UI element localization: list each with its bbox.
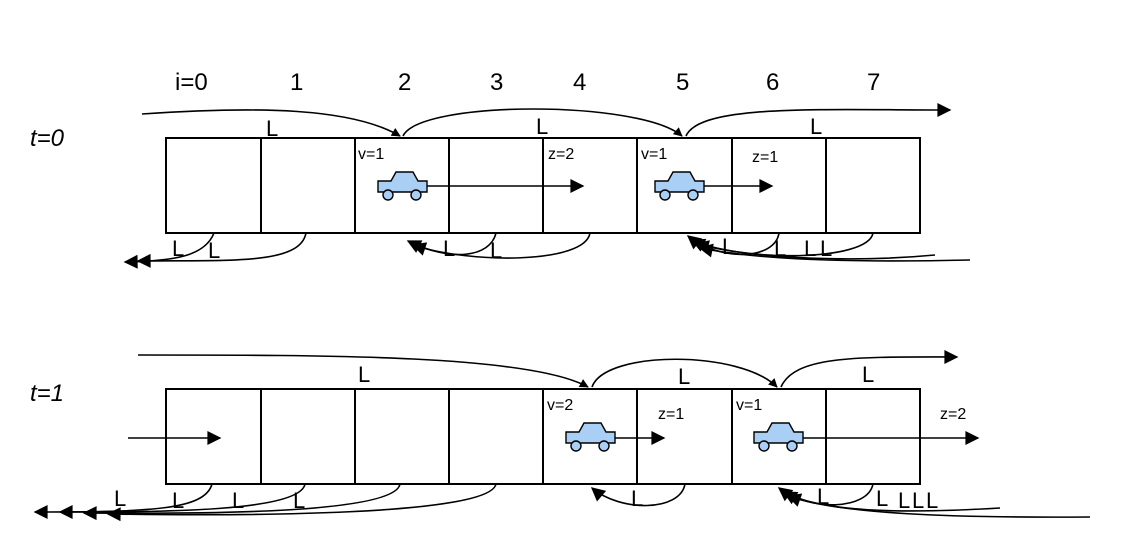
- bottom-link-arrow: [694, 240, 936, 260]
- bottom-link-arrow: [82, 483, 401, 521]
- cell-t1-2: [354, 388, 450, 485]
- bottom-link-label: L: [490, 238, 502, 263]
- top-link-label: L: [358, 362, 370, 387]
- bottom-link-label: L: [820, 236, 832, 261]
- cell-t1-5: [636, 388, 733, 485]
- top-links-t0: [141, 102, 952, 137]
- bottom-link-arrow: [58, 483, 306, 519]
- cell-t0-0: [165, 137, 262, 234]
- top-link-label: L: [810, 114, 822, 139]
- index-labels: i=0 1 2 3 4 5 6 7: [175, 69, 880, 96]
- bottom-link-label: L: [722, 234, 734, 259]
- row-t0: t=0 L L L: [30, 102, 971, 269]
- top-link-arrow: [685, 102, 952, 137]
- car-t1-b: v=1 z=2: [736, 397, 980, 452]
- velocity-label: v=2: [547, 397, 573, 414]
- bottom-link-label: L: [232, 488, 244, 513]
- velocity-label: v=1: [736, 397, 762, 414]
- index-label-4: 4: [573, 69, 586, 96]
- index-label-1: 1: [290, 69, 303, 96]
- bottom-link-arrow: [106, 483, 497, 522]
- bottom-link-label: L: [631, 486, 643, 511]
- top-link-arrow: [137, 354, 589, 388]
- bottom-link-arrow: [786, 493, 1091, 518]
- distance-label: z=1: [658, 406, 684, 423]
- bottom-link-label: L: [172, 488, 184, 513]
- car-t1-a: v=2 z=1: [547, 397, 684, 452]
- bottom-link-arrow: [411, 232, 591, 259]
- bottom-link-label: L: [876, 486, 888, 511]
- index-label-0: i=0: [175, 69, 208, 96]
- bottom-links-t0: [123, 232, 971, 269]
- top-link-label: L: [266, 116, 278, 141]
- bottom-link-label: L: [817, 484, 829, 509]
- distance-label: z=1: [752, 149, 778, 166]
- row-t1: t=1 L L L: [30, 349, 1091, 522]
- bottom-link-label: L: [172, 236, 184, 261]
- index-label-7: 7: [867, 69, 880, 96]
- cell-t1-1: [260, 388, 356, 485]
- bottom-link-arrow: [590, 483, 686, 507]
- distance-label: z=2: [548, 146, 574, 163]
- bottom-link-label: L: [114, 486, 126, 511]
- car-t0-a: v=1 z=2: [358, 146, 585, 201]
- cell-t1-7: [825, 388, 921, 485]
- time-label-t0: t=0: [30, 125, 65, 152]
- velocity-label: v=1: [358, 146, 384, 163]
- index-label-6: 6: [766, 69, 779, 96]
- bottom-link-label: L: [898, 488, 910, 513]
- bottom-link-arrow: [123, 232, 215, 269]
- cell-t0-7: [825, 137, 921, 234]
- cells-t1: [165, 388, 921, 485]
- car-t0-b: v=1 z=1: [641, 146, 778, 201]
- top-link-label: L: [678, 364, 690, 389]
- bottom-link-arrow: [136, 232, 307, 268]
- car-icon: [753, 422, 804, 452]
- cell-t1-3: [448, 388, 544, 485]
- index-label-5: 5: [676, 69, 689, 96]
- top-link-arrow: [591, 358, 778, 388]
- car-icon: [654, 171, 705, 201]
- bottom-link-label: L: [804, 236, 816, 261]
- top-link-arrow: [780, 349, 959, 388]
- bottom-link-label: L: [926, 488, 938, 513]
- top-link-arrow: [402, 108, 683, 137]
- time-label-t1: t=1: [30, 380, 64, 407]
- index-label-2: 2: [398, 69, 411, 96]
- top-link-label: L: [536, 114, 548, 139]
- bottom-link-label: L: [774, 236, 786, 261]
- index-label-3: 3: [490, 69, 503, 96]
- bottom-link-arrow: [698, 243, 971, 262]
- bottom-links-t1: [33, 483, 1091, 522]
- bottom-link-label: L: [912, 488, 924, 513]
- bottom-link-label: L: [208, 238, 220, 263]
- velocity-label: v=1: [641, 146, 667, 163]
- distance-label: z=2: [940, 406, 966, 423]
- cell-t0-1: [260, 137, 356, 234]
- cell-t1-0: [165, 388, 262, 485]
- car-icon: [565, 422, 616, 452]
- bottom-link-label: L: [293, 488, 305, 513]
- car-icon: [377, 171, 428, 201]
- top-link-label: L: [862, 362, 874, 387]
- bottom-link-label: L: [443, 236, 455, 261]
- top-links-t1: [137, 349, 959, 388]
- top-link-arrow: [141, 109, 401, 137]
